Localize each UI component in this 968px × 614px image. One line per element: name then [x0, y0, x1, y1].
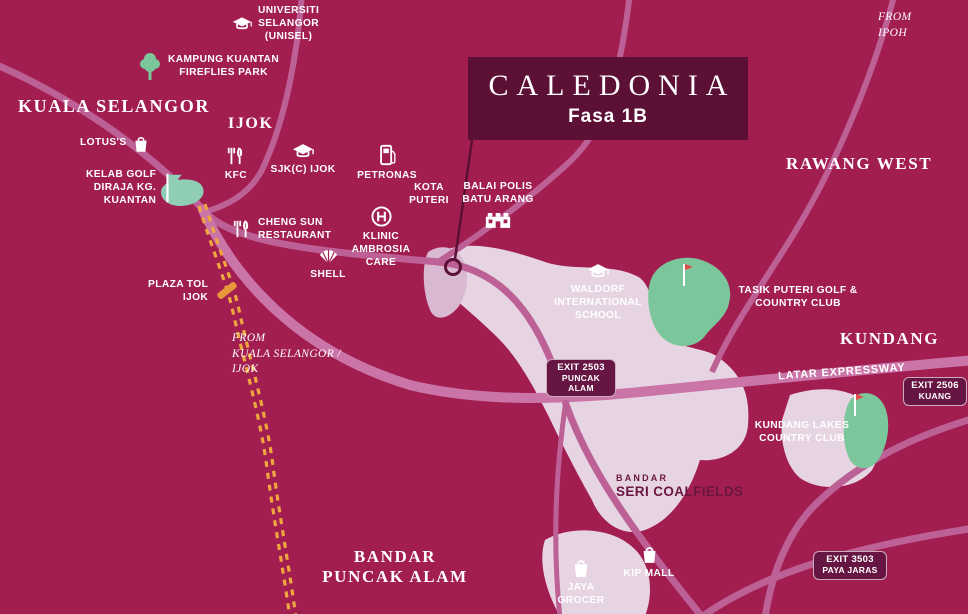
poi-bandar-seri-coalfields: BANDAR SERI COALFIELDS	[616, 473, 744, 500]
poi-sjkc-ijok: SJK(C) IJOK	[268, 143, 338, 176]
graduation-cap-icon	[232, 16, 252, 32]
poi-kelab-golf: KELAB GOLF DIRAJA KG. KUANTAN	[86, 168, 184, 207]
poi-plaza-tol-ijok: PLAZA TOL IJOK	[148, 277, 240, 305]
graduation-cap-icon	[292, 143, 314, 160]
region-rawang-west: RAWANG WEST	[786, 154, 933, 173]
poi-plaza-tol-ijok-label: PLAZA TOL IJOK	[148, 278, 209, 303]
poi-balai-polis-label: BALAI POLIS BATU ARANG	[462, 181, 534, 206]
poi-waldorf-school: WALDORF INTERNATIONAL SCHOOL	[538, 263, 658, 322]
police-station-icon	[484, 209, 512, 230]
poi-shell: SHELL	[303, 247, 353, 281]
exit-badge-2506: EXIT 2506 KUANG	[903, 377, 967, 406]
poi-petronas-label: PETRONAS	[357, 170, 417, 181]
road-south-local	[553, 399, 569, 614]
poi-cheng-sun: CHENG SUN RESTAURANT	[232, 216, 331, 242]
direction-from-kuala-selangor: FROM KUALA SELANGOR / IJOK	[232, 332, 342, 376]
poi-kundang-lakes: KUNDANG LAKES COUNTRY CLUB	[754, 420, 850, 445]
tree-icon	[138, 50, 162, 82]
golf-flag-icon	[852, 392, 866, 418]
poi-petronas: PETRONAS	[350, 144, 424, 182]
cutlery-icon	[232, 219, 252, 239]
poi-kelab-golf-label: KELAB GOLF DIRAJA KG. KUANTAN	[86, 169, 157, 207]
poi-klinic-ambrosia: KLINIC AMBROSIA CARE	[338, 206, 424, 269]
poi-bandar-seri-coalfields-main: SERI COALFIELDS	[616, 483, 744, 499]
road-from-ipoh	[709, 0, 897, 374]
road-latar-expressway	[198, 205, 968, 403]
caledonia-leader-line	[453, 139, 474, 260]
exit-badge-3503: EXIT 3503 PAYA JARAS	[813, 551, 887, 580]
exit-2503-number: EXIT 2503	[557, 362, 605, 373]
poi-balai-polis: BALAI POLIS BATU ARANG	[450, 180, 546, 230]
poi-kip-mall-label: KIP MALL	[623, 568, 675, 579]
region-ijok: IJOK	[228, 115, 274, 132]
poi-kip-mall: KIP MALL	[606, 543, 692, 580]
project-title-box: CALEDONIA Fasa 1B	[468, 57, 748, 140]
poi-bandar-seri-coalfields-top: BANDAR	[616, 473, 669, 483]
shopping-bag-icon	[572, 556, 590, 578]
golf-flag-icon	[162, 171, 184, 205]
poi-tasik-puteri-golf: TASIK PUTERI GOLF & COUNTRY CLUB	[738, 285, 858, 310]
fuel-pump-icon	[379, 144, 396, 166]
exit-3503-number: EXIT 3503	[826, 554, 874, 565]
poi-fireflies-park: KAMPUNG KUANTAN FIREFLIES PARK	[138, 50, 279, 82]
graduation-cap-icon	[587, 263, 609, 280]
poi-lotuss-label: LOTUS'S	[80, 137, 127, 149]
golf-green-tasik-puteri	[648, 257, 731, 347]
poi-lotuss: LOTUS'S	[80, 133, 149, 153]
road-paya-jaras	[699, 525, 968, 614]
golf-flag-icon	[681, 262, 695, 288]
golf-green-kelab-diraja	[160, 179, 204, 206]
exit-3503-name: PAYA JARAS	[822, 564, 878, 575]
shopping-bag-icon	[133, 133, 149, 153]
region-kundang: KUNDANG	[840, 329, 940, 348]
shopping-bag-icon	[641, 543, 658, 564]
poi-sjkc-ijok-label: SJK(C) IJOK	[270, 164, 336, 175]
poi-kfc: KFC	[216, 146, 256, 182]
project-name: CALEDONIA	[488, 69, 736, 102]
region-bandar-puncak-alam: BANDAR PUNCAK ALAM	[322, 547, 468, 586]
poi-jaya-grocer-label: JAYA GROCER	[557, 582, 605, 607]
poi-shell-label: SHELL	[310, 269, 346, 280]
railway-dotted-line-2	[203, 203, 298, 614]
exit-2506-number: EXIT 2506	[911, 380, 959, 391]
hospital-icon	[370, 206, 392, 227]
toll-gate-icon	[214, 277, 240, 305]
poi-kfc-label: KFC	[224, 170, 248, 181]
road-kundang-south	[762, 416, 968, 614]
exit-badge-2503: EXIT 2503 PUNCAK ALAM	[546, 359, 616, 398]
area-south-development	[542, 530, 650, 614]
exit-2506-name: KUANG	[918, 390, 952, 401]
poi-klinic-ambrosia-label: KLINIC AMBROSIA CARE	[351, 231, 411, 269]
road-trunk-northwest	[0, 62, 705, 614]
railway-dotted-line	[197, 205, 292, 614]
poi-fireflies-park-label: KAMPUNG KUANTAN FIREFLIES PARK	[168, 53, 280, 78]
cutlery-icon	[226, 146, 246, 166]
poi-unisel-label: UNIVERSITI SELANGOR (UNISEL)	[258, 5, 320, 43]
caledonia-location-marker	[444, 258, 462, 276]
poi-waldorf-school-label: WALDORF INTERNATIONAL SCHOOL	[554, 284, 642, 322]
project-phase: Fasa 1B	[568, 106, 648, 127]
poi-unisel: UNIVERSITI SELANGOR (UNISEL)	[232, 4, 319, 43]
exit-2503-name: PUNCAK ALAM	[561, 372, 601, 393]
poi-cheng-sun-label: CHENG SUN RESTAURANT	[258, 217, 332, 242]
region-kuala-selangor: KUALA SELANGOR	[18, 96, 210, 116]
poi-jaya-grocer: JAYA GROCER	[544, 556, 618, 607]
direction-from-ipoh: FROM IPOH	[878, 11, 912, 39]
shell-icon	[318, 247, 339, 265]
road-unisel	[204, 0, 305, 215]
poi-kota-puteri: KOTA PUTERI	[409, 182, 449, 207]
